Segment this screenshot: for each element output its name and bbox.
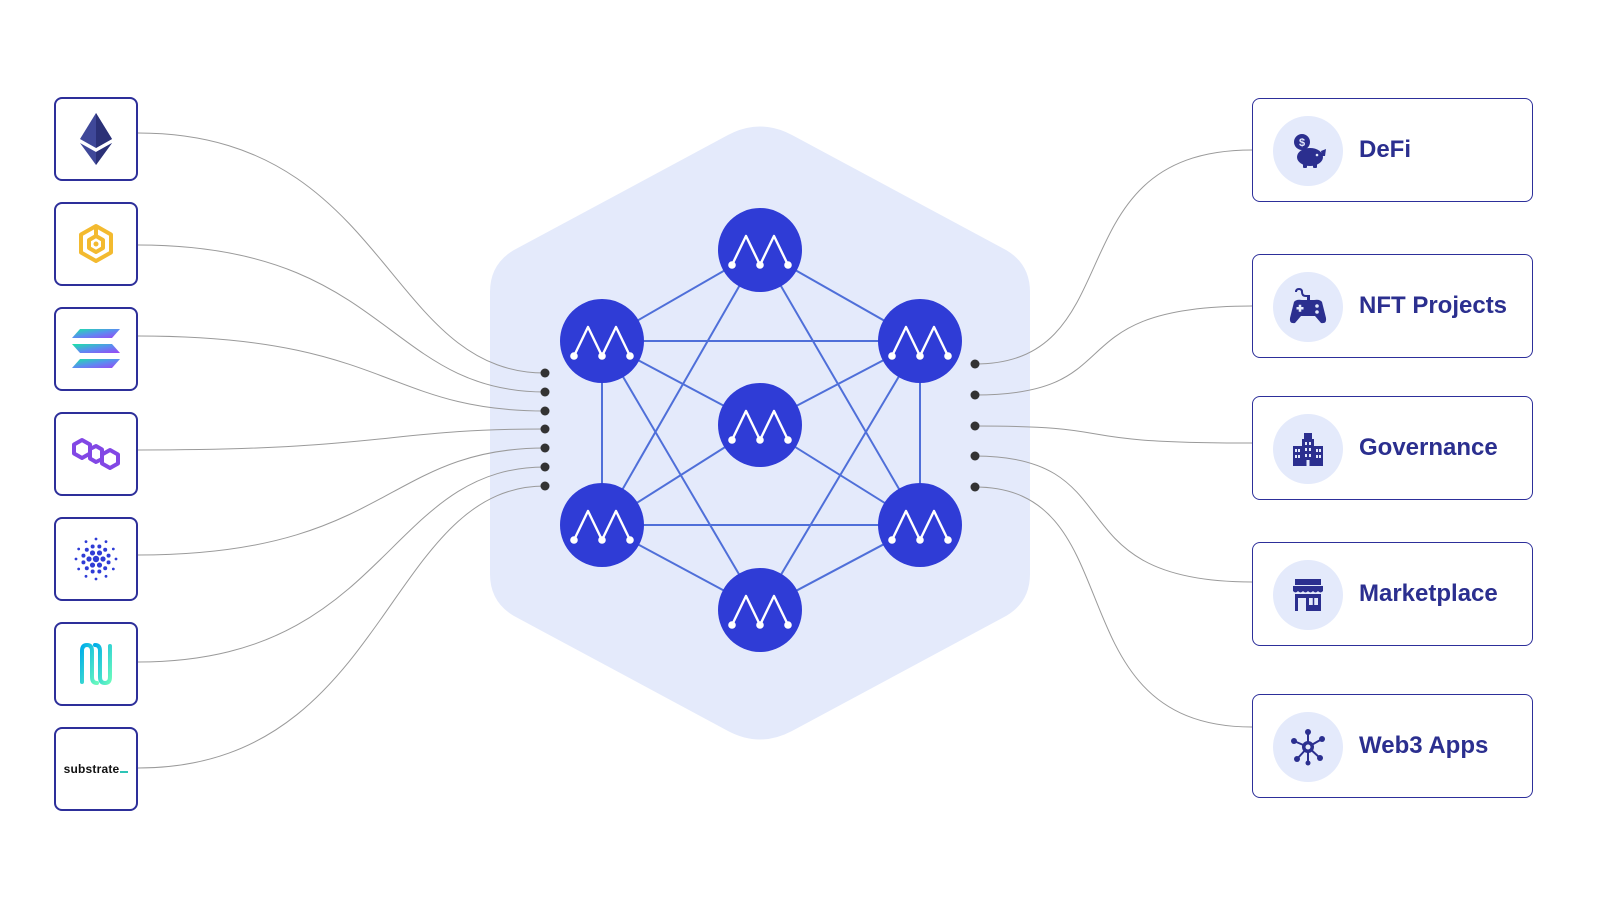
connection-port-dot	[970, 482, 980, 492]
polygon-logo-icon	[72, 438, 120, 470]
connector-line	[137, 485, 546, 769]
connection-port-dot	[540, 462, 550, 472]
app-icon-circle: $	[1273, 116, 1343, 186]
network-node	[878, 483, 962, 567]
connection-port-dot	[540, 406, 550, 416]
connection-port-dot	[970, 451, 980, 461]
network-edge	[759, 249, 921, 526]
connector-line	[137, 132, 546, 374]
connection-port-dot	[540, 387, 550, 397]
connector-line	[137, 428, 546, 451]
substrate-logo-cursor	[120, 771, 129, 773]
chain-harmony[interactable]	[54, 622, 138, 706]
connector-line	[137, 244, 546, 393]
app-icon-circle	[1273, 414, 1343, 484]
chain-substrate[interactable]: substrate	[54, 727, 138, 811]
network-node	[560, 483, 644, 567]
m-logo-icon	[728, 594, 792, 629]
app-card-web3-apps[interactable]: Web3 Apps	[1252, 694, 1533, 798]
network-edge	[601, 249, 761, 526]
chain-cardano[interactable]	[54, 517, 138, 601]
connection-ports	[540, 359, 980, 492]
app-icon-circle	[1273, 712, 1343, 782]
connection-port-dot	[540, 424, 550, 434]
network-node-circle	[878, 299, 962, 383]
m-logo-icon	[570, 509, 634, 544]
app-card-nft-projects[interactable]: NFT Projects	[1252, 254, 1533, 358]
government-building-icon	[1293, 433, 1323, 466]
network-node	[560, 299, 644, 383]
app-label-defi: DeFi	[1359, 136, 1412, 163]
app-icon-circle	[1273, 272, 1343, 342]
network-nodes-icon	[1291, 729, 1325, 766]
app-card-marketplace[interactable]: Marketplace	[1252, 542, 1533, 646]
app-label-web3-apps: Web3 Apps	[1359, 732, 1489, 759]
connection-port-dot	[970, 421, 980, 431]
m-logo-icon	[888, 509, 952, 544]
connection-port-dot	[540, 443, 550, 453]
connection-port-dot	[970, 390, 980, 400]
app-icon-circle	[1273, 560, 1343, 630]
network-node	[878, 299, 962, 383]
svg-text:$: $	[1299, 137, 1305, 149]
network-node-circle	[560, 299, 644, 383]
substrate-logo-text: substrate	[63, 762, 120, 776]
network-node	[718, 383, 802, 467]
network-node-circle	[878, 483, 962, 567]
network-node-circle	[560, 483, 644, 567]
cardano-logo-icon	[74, 537, 118, 581]
bnb-chain-logo-icon	[79, 224, 113, 263]
ethereum-logo-icon	[80, 113, 112, 165]
connector-line	[974, 455, 1253, 583]
chain-polygon[interactable]	[54, 412, 138, 496]
connector-line	[974, 425, 1253, 444]
network-node	[718, 208, 802, 292]
app-label-marketplace: Marketplace	[1359, 580, 1498, 607]
connection-port-dot	[540, 481, 550, 491]
network-node-circle	[718, 208, 802, 292]
connection-port-dot	[970, 359, 980, 369]
network-node-circle	[718, 383, 802, 467]
harmony-logo-icon	[80, 642, 112, 686]
piggy-bank-icon: $	[1294, 134, 1326, 168]
storefront-icon	[1293, 579, 1323, 611]
network-edge	[759, 340, 921, 611]
connector-line	[137, 466, 546, 663]
m-logo-icon	[888, 325, 952, 360]
solana-logo-icon	[72, 329, 120, 368]
m-logo-icon	[728, 234, 792, 269]
network-node-circle	[718, 568, 802, 652]
m-logo-icon	[570, 325, 634, 360]
connector-line	[137, 335, 546, 412]
network-edge	[601, 340, 761, 611]
m-logo-icon	[728, 409, 792, 444]
connector-line	[974, 149, 1253, 365]
gamepad-icon	[1289, 288, 1327, 324]
network-nodes	[560, 208, 962, 652]
app-card-governance[interactable]: Governance	[1252, 396, 1533, 500]
network-node	[718, 568, 802, 652]
app-card-defi[interactable]: $ DeFi	[1252, 98, 1533, 202]
substrate-logo: substrate	[64, 760, 129, 778]
connector-line	[137, 447, 546, 556]
app-label-nft-projects: NFT Projects	[1359, 292, 1508, 319]
connector-line	[974, 305, 1253, 396]
chain-ethereum[interactable]	[54, 97, 138, 181]
chain-solana[interactable]	[54, 307, 138, 391]
app-label-governance: Governance	[1359, 434, 1498, 461]
connection-port-dot	[540, 368, 550, 378]
connector-lines	[137, 132, 1253, 769]
chain-bnb[interactable]	[54, 202, 138, 286]
connector-line	[974, 486, 1253, 728]
